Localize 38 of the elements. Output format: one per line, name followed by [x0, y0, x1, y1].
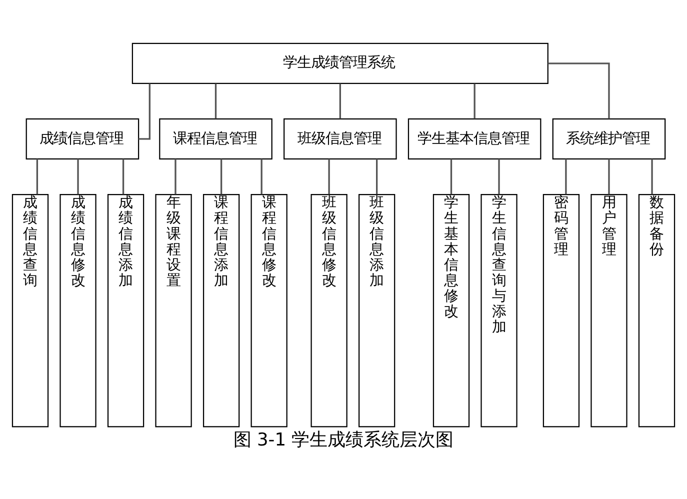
connector — [122, 159, 124, 194]
node-box: 学生成绩管理系统 — [132, 42, 548, 84]
node-box: 学生信息查询与添加 — [480, 194, 518, 428]
connector — [220, 159, 222, 194]
connector — [498, 159, 500, 194]
node-box: 数据备份 — [638, 194, 676, 428]
connector — [339, 84, 341, 119]
connector — [77, 159, 79, 194]
connector — [328, 159, 330, 194]
connector — [214, 84, 217, 119]
node-box: 课程信息管理 — [159, 118, 272, 160]
node-box: 成绩信息修改 — [60, 194, 96, 428]
connector — [138, 84, 150, 140]
node-box: 成绩信息管理 — [26, 118, 140, 160]
node-box: 课程信息添加 — [202, 194, 240, 428]
node-box: 班级信息添加 — [358, 194, 396, 428]
node-box: 用户管理 — [590, 194, 628, 428]
node-box: 学生基本信息管理 — [408, 118, 542, 160]
connector — [474, 84, 476, 119]
connector — [450, 159, 452, 194]
node-box: 系统维护管理 — [552, 118, 666, 160]
connector — [376, 159, 378, 194]
connector — [548, 62, 610, 119]
node-box: 学生基本信息修改 — [432, 194, 470, 428]
node-box: 班级信息管理 — [284, 118, 397, 160]
connector — [36, 159, 38, 194]
connector — [565, 159, 567, 194]
connector — [260, 159, 262, 194]
node-box: 密码管理 — [542, 194, 580, 428]
connector — [651, 159, 653, 194]
node-box: 班级信息修改 — [310, 194, 348, 428]
connector — [608, 159, 610, 194]
node-box: 成绩信息添加 — [107, 194, 144, 428]
node-box: 课程信息修改 — [250, 194, 288, 428]
caption: 图 3-1 学生成绩系统层次图 — [233, 430, 454, 450]
node-box: 年级课程设置 — [155, 194, 192, 428]
connector — [174, 159, 176, 194]
node-box: 成绩信息查询 — [12, 194, 49, 428]
